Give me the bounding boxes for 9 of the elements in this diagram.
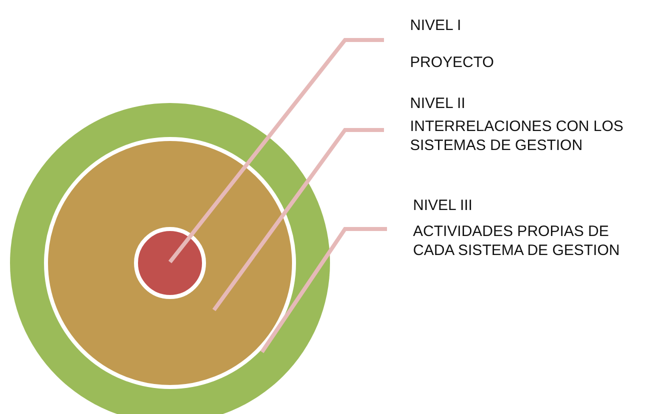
level-heading: NIVEL II: [410, 94, 466, 113]
leader-line: [168, 38, 384, 264]
level-heading: NIVEL III: [413, 196, 474, 215]
leader-line: [212, 128, 384, 312]
level-description: ACTIVIDADES PROPIAS DE CADA SISTEMA DE GESTION: [413, 222, 621, 260]
level-description: INTERRELACIONES CON LOS SISTEMAS DE GESTION: [410, 117, 624, 155]
level-description: PROYECTO: [410, 53, 495, 72]
leader-line: [260, 227, 387, 354]
level-heading: NIVEL I: [410, 16, 462, 35]
